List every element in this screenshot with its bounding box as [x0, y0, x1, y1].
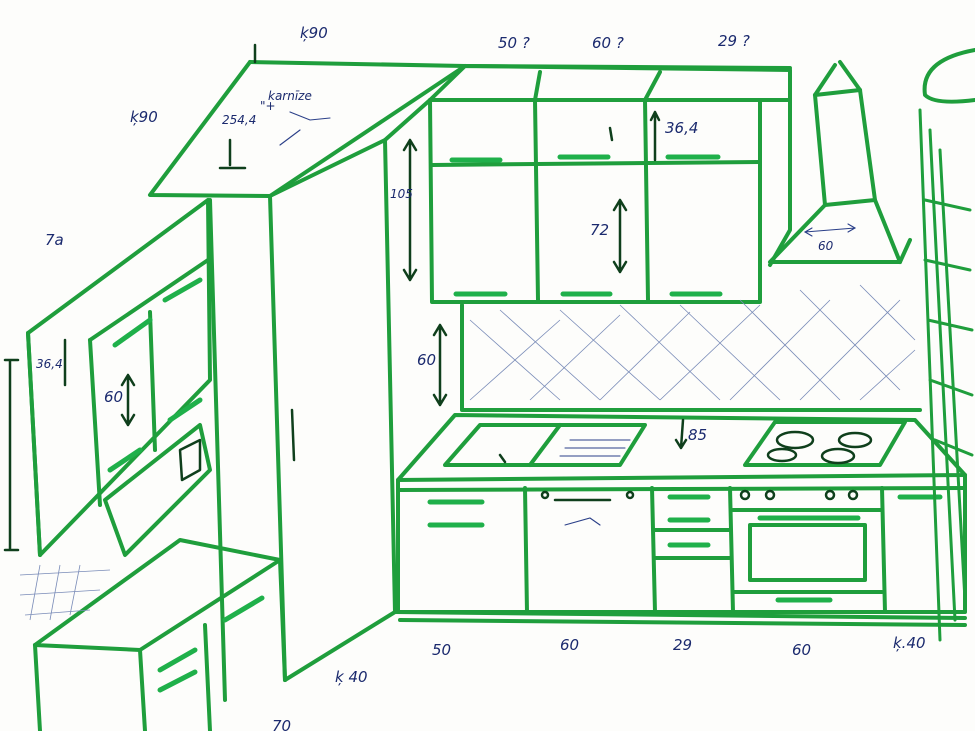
label-base-w1: 50 [432, 641, 451, 659]
label-bottom-left: 70 [272, 717, 291, 731]
label-ceiling-note: karnīze [268, 89, 312, 103]
label-upper-w2: 60 ? [592, 34, 624, 52]
left-base-cabinet [33, 538, 287, 731]
label-hood-width: 60 [818, 239, 834, 253]
label-upper-door-height: 72 [590, 221, 609, 239]
base-cabinets [393, 413, 967, 627]
label-left-mid-height: 60 [104, 388, 123, 406]
label-upper-total-height: 105 [390, 187, 413, 201]
tall-cabinet [208, 138, 397, 702]
label-upper-w3: 29 ? [718, 32, 750, 50]
left-upper-cabinets [26, 198, 212, 557]
range-hood [768, 60, 912, 264]
label-upper-top-height: 36,4 [665, 119, 698, 137]
label-base-w3: 29 [673, 636, 692, 654]
label-ceiling-plus: "+ [260, 99, 276, 113]
label-base-w4: 60 [792, 641, 811, 659]
dimension-labels: ķ90 ķ90 254,4 "+ karnīze 7a 36,4 60 50 ?… [36, 24, 926, 731]
label-upper-left-width: 7a [45, 231, 64, 249]
label-left-upper-height: 36,4 [36, 357, 63, 371]
label-base-w2: 60 [560, 636, 579, 654]
dimension-arrows [3, 110, 857, 552]
label-backsplash-height: 60 [417, 351, 436, 369]
label-ceiling-height: 254,4 [222, 113, 256, 127]
label-counter-height: 85 [688, 426, 707, 444]
label-top-depth: ķ90 [300, 24, 328, 42]
label-base-right: ķ.40 [893, 634, 926, 652]
upper-cabinets [383, 64, 792, 304]
floor-tiles [19, 564, 111, 621]
curtain [918, 48, 975, 642]
label-floor-left: ķ 40 [335, 668, 368, 686]
label-upper-w1: 50 ? [498, 34, 530, 52]
label-left-depth: ķ90 [130, 108, 158, 126]
backsplash [460, 284, 922, 412]
